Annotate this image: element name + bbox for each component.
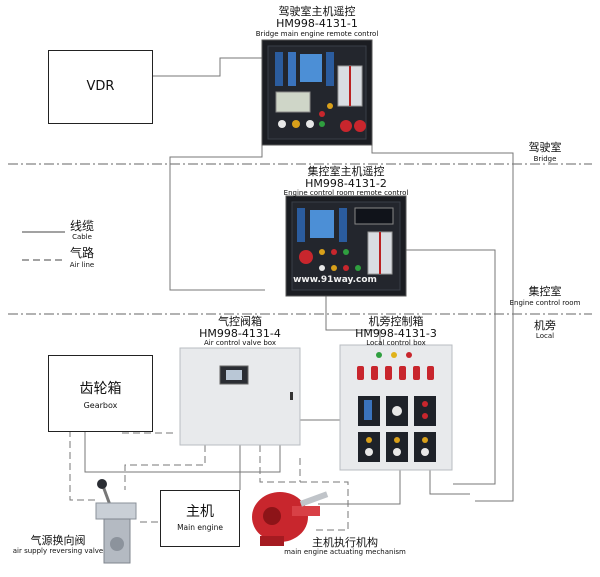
actuator-device xyxy=(252,491,329,546)
legend-cable-zh: 线缆 xyxy=(69,219,94,233)
local-control-box xyxy=(339,344,453,471)
local-panel-3 xyxy=(414,396,436,426)
air-valve-lock xyxy=(290,392,293,400)
air-valve-actuator xyxy=(259,445,349,531)
zone-ecr-zh: 集控室 xyxy=(528,285,562,298)
bridge-btn-2 xyxy=(292,120,300,128)
cable-bridge-trunk xyxy=(371,132,514,502)
air-lines xyxy=(22,259,349,531)
ecr-title-en: Engine control room remote control xyxy=(283,189,409,197)
zone-bridge-zh: 驾驶室 xyxy=(528,141,562,154)
ecr-btn-1 xyxy=(319,249,325,255)
air-valve-code: HM998-4131-4 xyxy=(199,327,281,340)
cable-vdr xyxy=(152,57,262,77)
local-box-title-zh: 机旁控制箱 xyxy=(368,315,424,328)
ecr-btn-4 xyxy=(319,265,325,271)
air-gearbox-down xyxy=(69,430,95,501)
local-lamp-yellow xyxy=(391,352,397,358)
actuator-label-zh: 主机执行机构 xyxy=(312,536,378,549)
actuator-label-en: main engine actuating mechanism xyxy=(284,548,406,556)
gearbox-label-zh: 齿轮箱 xyxy=(79,381,122,397)
zone-local-zh: 机旁 xyxy=(534,319,556,332)
ecr-title-zh: 集控室主机遥控 xyxy=(307,165,385,178)
local-panel-4 xyxy=(358,432,380,462)
ecr-bargraph-2 xyxy=(339,208,347,242)
vdr-label: VDR xyxy=(86,79,115,94)
bridge-btn-5 xyxy=(319,111,325,117)
air-valve-box xyxy=(179,347,301,446)
bridge-btn-1 xyxy=(278,120,286,128)
reversing-valve-label-zh: 气源换向阀 xyxy=(30,534,86,547)
main-engine-box: 主机 Main engine xyxy=(160,490,240,547)
bridge-lcd xyxy=(275,91,311,113)
legend-cable-en: Cable xyxy=(72,233,92,241)
cable-bridge-ecr xyxy=(169,132,265,291)
cable-ecr-right xyxy=(405,249,496,485)
ecr-btn-2 xyxy=(331,249,337,255)
ecr-btn-6 xyxy=(343,265,349,271)
bridge-estop-2 xyxy=(354,120,366,132)
bridge-estop-1 xyxy=(340,120,352,132)
bridge-title-en: Bridge main engine remote control xyxy=(255,30,379,38)
bridge-title-zh: 驾驶室主机遥控 xyxy=(278,5,356,18)
reversing-valve-label-en: air supply reversing valve xyxy=(12,547,104,555)
local-box-code: HM998-4131-3 xyxy=(355,327,437,340)
ecr-btn-3 xyxy=(343,249,349,255)
cable-local-actuator xyxy=(318,470,401,505)
ecr-estop xyxy=(299,250,313,264)
gearbox-label-en: Gearbox xyxy=(83,401,118,410)
ecr-code: HM998-4131-2 xyxy=(305,177,387,190)
vdr-box: VDR xyxy=(48,50,153,124)
ecr-display xyxy=(354,207,394,225)
legend-air-zh: 气路 xyxy=(69,246,94,260)
local-box-title-en: Local control box xyxy=(366,339,426,347)
zone-ecr-en: Engine control room xyxy=(509,299,581,307)
air-valve-down xyxy=(124,445,206,490)
bridge-btn-3 xyxy=(306,120,314,128)
main-engine-label-zh: 主机 xyxy=(186,504,214,520)
ecr-btn-7 xyxy=(355,265,361,271)
cable-lines xyxy=(22,57,514,505)
local-panel-5 xyxy=(386,432,408,462)
bridge-btn-4 xyxy=(319,121,325,127)
bridge-meter xyxy=(300,54,322,82)
ecr-btn-5 xyxy=(331,265,337,271)
ecr-bargraph-1 xyxy=(297,208,305,242)
bridge-bargraph-2 xyxy=(288,52,296,86)
cable-gearbox xyxy=(84,430,281,473)
bridge-panel xyxy=(261,39,373,146)
local-lamp-green xyxy=(376,352,382,358)
ecr-panel xyxy=(285,195,407,297)
legend-air-en: Air line xyxy=(69,261,95,269)
local-red-buttons xyxy=(357,366,434,380)
watermark: www.91way.com xyxy=(293,275,377,285)
zone-local-en: Local xyxy=(535,332,555,340)
bridge-code: HM998-4131-1 xyxy=(276,17,358,30)
air-valve-title-en: Air control valve box xyxy=(203,339,277,347)
bridge-btn-6 xyxy=(327,103,333,109)
local-lamp-red xyxy=(406,352,412,358)
gearbox-box: 齿轮箱 Gearbox xyxy=(48,355,153,432)
local-panel-6 xyxy=(414,432,436,462)
cable-local-right xyxy=(429,470,470,495)
bridge-bargraph-1 xyxy=(275,52,283,86)
ecr-meter xyxy=(310,210,334,238)
air-reversing-valve-device xyxy=(95,479,137,564)
main-engine-label-en: Main engine xyxy=(177,523,223,532)
cable-ecr-local xyxy=(325,292,381,345)
zone-bridge-en: Bridge xyxy=(533,155,557,163)
air-valve-title-zh: 气控阀箱 xyxy=(218,315,262,328)
bridge-bargraph-3 xyxy=(326,52,334,86)
